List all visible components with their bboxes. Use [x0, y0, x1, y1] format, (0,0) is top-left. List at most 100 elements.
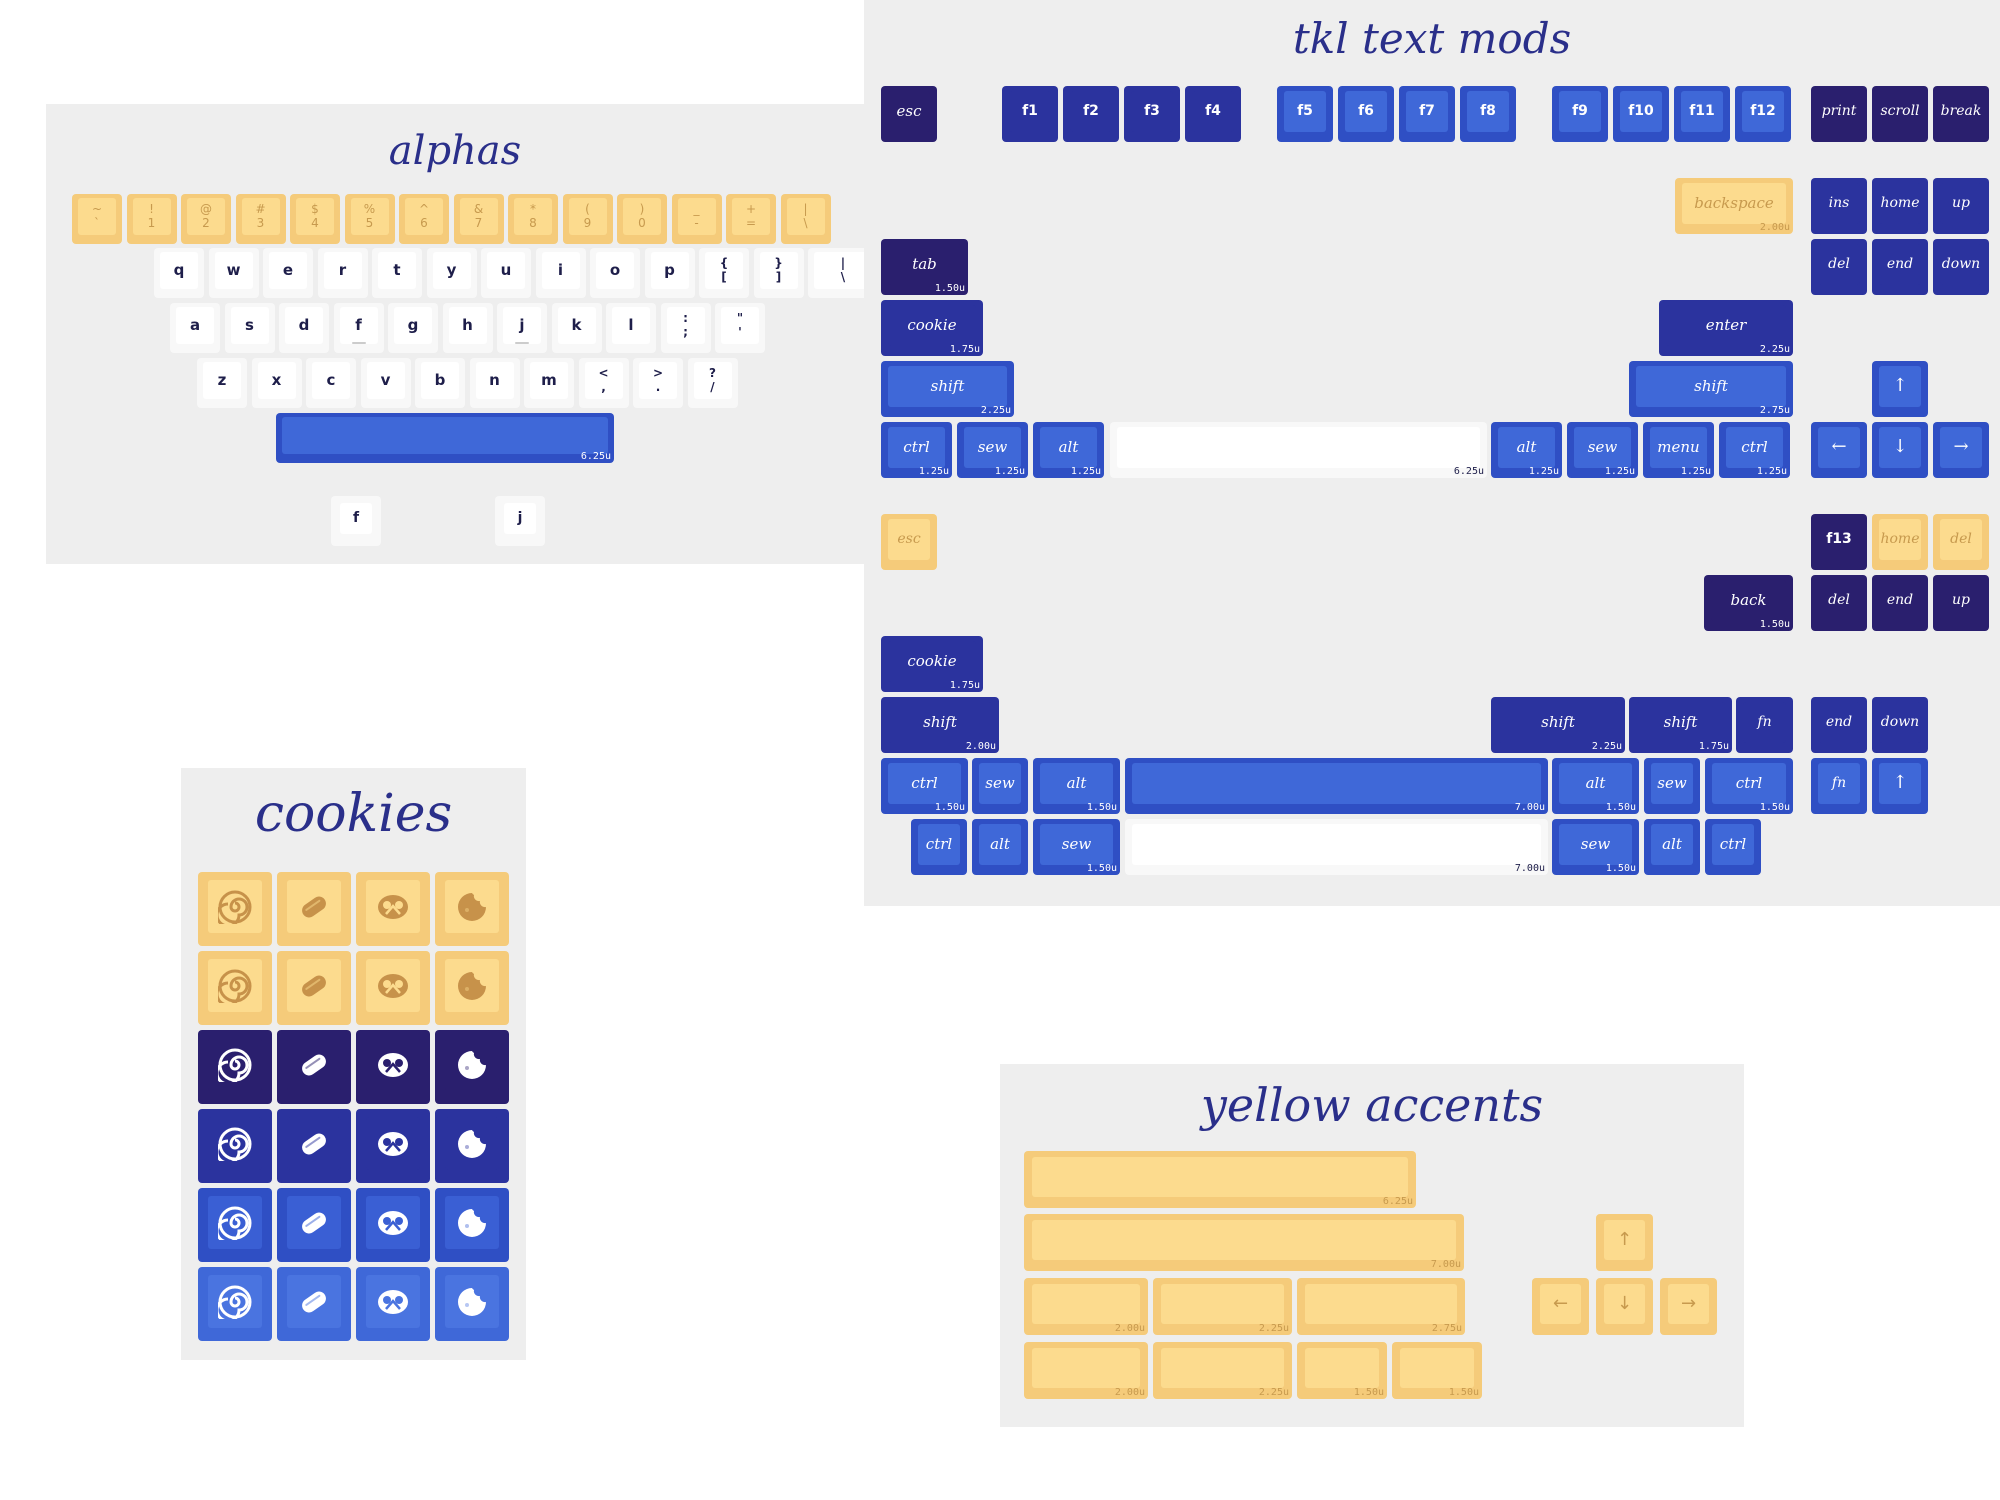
alpha-key[interactable]: f	[333, 303, 384, 353]
del-key[interactable]: del	[1933, 514, 1989, 570]
alpha-key[interactable]: k	[551, 303, 602, 353]
cookie-keycap[interactable]	[356, 1109, 430, 1183]
arrow-left-key[interactable]: ←	[1811, 422, 1867, 478]
cookie-keycap[interactable]	[277, 951, 351, 1025]
alpha-key[interactable]: i	[535, 248, 586, 298]
alpha-key[interactable]: c	[306, 358, 356, 408]
number-key[interactable]: + =	[726, 194, 776, 244]
yellow-accent-keycap[interactable]: 2.25u	[1153, 1278, 1292, 1335]
number-key[interactable]: ^ 6	[399, 194, 449, 244]
yellow-accent-keycap[interactable]: 7.00u	[1024, 1214, 1464, 1271]
cookie-keycap[interactable]	[198, 1188, 272, 1262]
alpha-key[interactable]: ? /	[687, 358, 738, 408]
alpha-key[interactable]: j	[497, 303, 547, 353]
alpha-key[interactable]: g	[388, 303, 438, 353]
yellow-accent-keycap[interactable]: 1.50u	[1297, 1342, 1387, 1399]
f13-key[interactable]: f13	[1811, 514, 1867, 570]
cookie-keycap[interactable]	[277, 1267, 351, 1341]
function-key[interactable]: f10	[1613, 86, 1669, 142]
number-key[interactable]: $ 4	[290, 194, 340, 244]
function-key[interactable]: f3	[1124, 86, 1180, 142]
alpha-key[interactable]: m	[524, 358, 574, 408]
cluster-key[interactable]: break	[1933, 86, 1989, 142]
cookie-keycap[interactable]	[277, 1030, 351, 1104]
cookie-keycap[interactable]	[277, 1109, 351, 1183]
spacebar-key[interactable]: 7.00u	[1125, 819, 1548, 875]
up-key[interactable]: up	[1933, 575, 1989, 631]
homing-key-f[interactable]: f	[331, 496, 381, 546]
homing-key-j[interactable]: j	[495, 496, 545, 546]
cookie-keycap[interactable]	[198, 1267, 272, 1341]
arrow-down-key[interactable]: ↓	[1596, 1278, 1653, 1335]
arrow-left-key[interactable]: ←	[1532, 1278, 1589, 1335]
number-key[interactable]: ! 1	[126, 194, 177, 244]
alpha-key[interactable]: r	[317, 248, 368, 298]
down-key[interactable]: down	[1872, 697, 1928, 753]
alpha-key[interactable]: w	[208, 248, 259, 298]
cookie-keycap[interactable]	[435, 1188, 509, 1262]
down-key[interactable]: down	[1933, 239, 1989, 295]
alpha-key[interactable]: q	[154, 248, 204, 298]
yellow-accent-keycap[interactable]: 2.00u	[1024, 1278, 1148, 1335]
cluster-key[interactable]: scroll	[1872, 86, 1928, 142]
number-key[interactable]: _ -	[671, 194, 722, 244]
function-key[interactable]: f5	[1277, 86, 1333, 142]
alpha-key[interactable]: o	[590, 248, 640, 298]
function-key[interactable]: f7	[1399, 86, 1455, 142]
end-key[interactable]: end	[1811, 697, 1867, 753]
alpha-key[interactable]: p	[644, 248, 695, 298]
cookie-keycap[interactable]	[198, 872, 272, 946]
arrow-up-key[interactable]: ↑	[1872, 361, 1928, 417]
fn-key[interactable]: fn	[1811, 758, 1867, 814]
arrow-up-key[interactable]: ↑	[1596, 1214, 1653, 1271]
function-key[interactable]: f4	[1185, 86, 1241, 142]
cookie-keycap[interactable]	[277, 872, 351, 946]
cookie-keycap[interactable]	[356, 1267, 430, 1341]
function-key[interactable]: f11	[1674, 86, 1730, 142]
alpha-key[interactable]: x	[251, 358, 302, 408]
alpha-key[interactable]: } ]	[753, 248, 804, 298]
alpha-key[interactable]: u	[481, 248, 531, 298]
cookie-keycap[interactable]	[356, 951, 430, 1025]
number-key[interactable]: % 5	[344, 194, 395, 244]
function-key[interactable]: f9	[1552, 86, 1608, 142]
alpha-key[interactable]: n	[469, 358, 520, 408]
spacebar-key[interactable]: 7.00u	[1125, 758, 1548, 814]
function-key[interactable]: f1	[1002, 86, 1058, 142]
cookie-keycap[interactable]	[435, 951, 509, 1025]
alpha-key[interactable]: b	[415, 358, 465, 408]
yellow-accent-keycap[interactable]: 2.25u	[1153, 1342, 1292, 1399]
arrow-right-key[interactable]: →	[1660, 1278, 1717, 1335]
home-key[interactable]: home	[1872, 514, 1928, 570]
spacebar-key[interactable]: 6.25u	[1110, 422, 1487, 478]
del-key[interactable]: del	[1811, 575, 1867, 631]
cookie-keycap[interactable]	[435, 1030, 509, 1104]
cookie-keycap[interactable]	[435, 1109, 509, 1183]
bottom-mod-key[interactable]: alt	[972, 819, 1028, 875]
alpha-key[interactable]: : ;	[660, 303, 711, 353]
bottom-mod-key[interactable]: ctrl	[911, 819, 967, 875]
number-key[interactable]: * 8	[508, 194, 558, 244]
alpha-key[interactable]: d	[279, 303, 329, 353]
cookie-keycap[interactable]	[435, 872, 509, 946]
alpha-key[interactable]: > .	[633, 358, 683, 408]
yellow-accent-keycap[interactable]: 1.50u	[1392, 1342, 1482, 1399]
fn-key[interactable]: fn	[1736, 697, 1793, 753]
function-key[interactable]: f6	[1338, 86, 1394, 142]
yellow-accent-keycap[interactable]: 6.25u	[1024, 1151, 1416, 1208]
cookie-keycap[interactable]	[198, 1109, 272, 1183]
